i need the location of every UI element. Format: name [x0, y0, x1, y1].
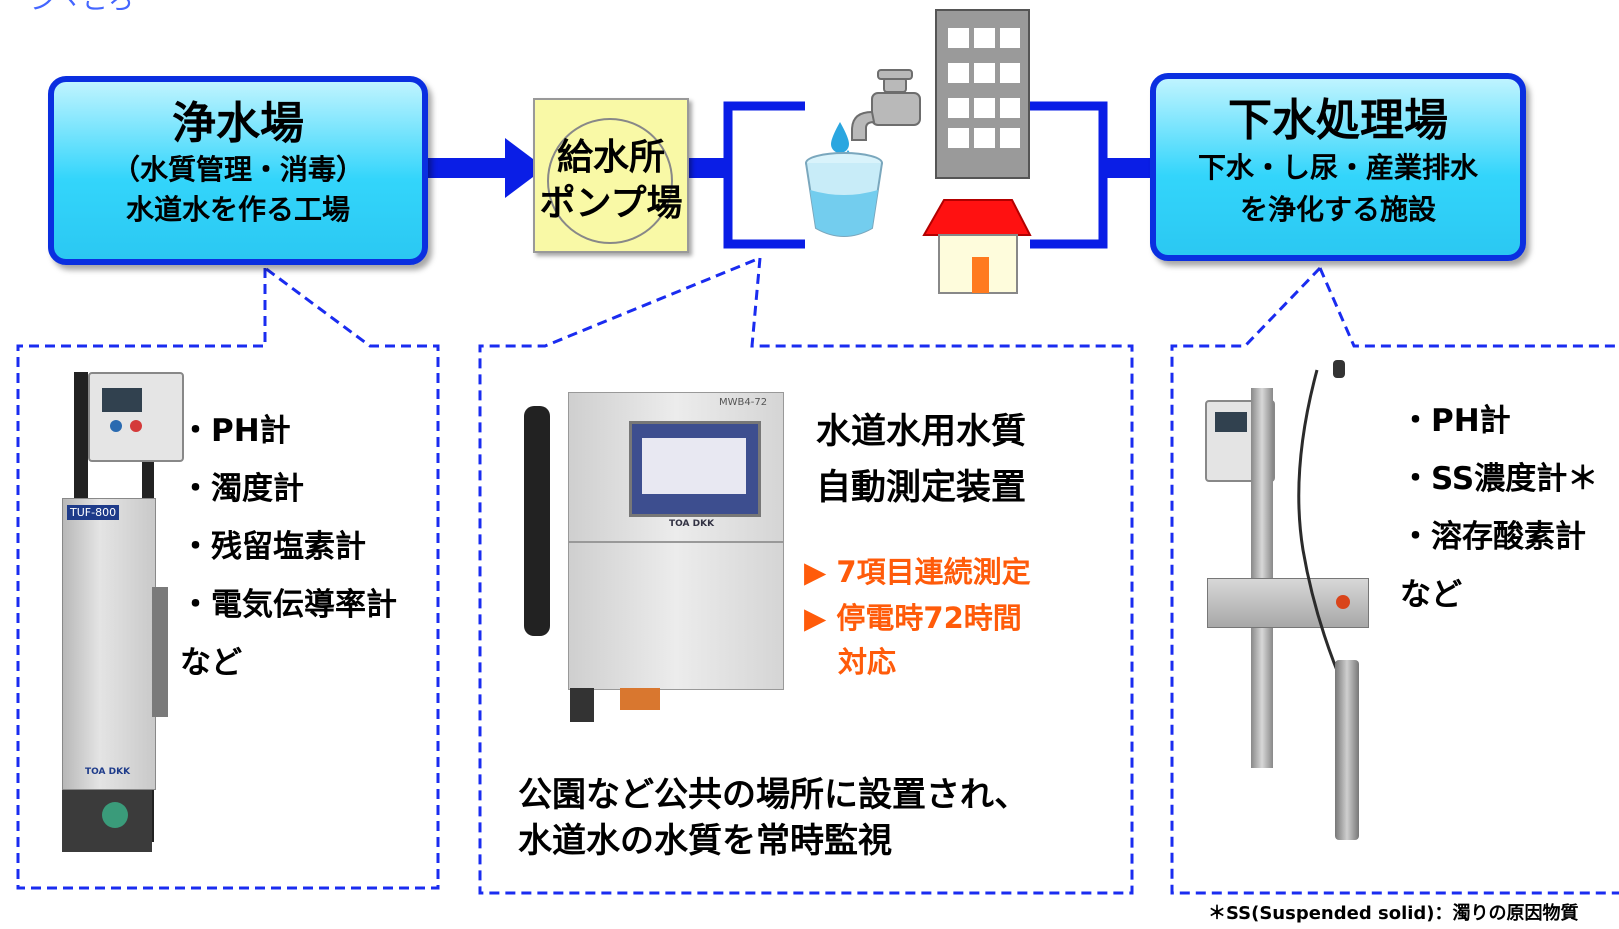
monitor-title-line2: 自動測定装置	[816, 468, 1027, 508]
water-drop-icon	[831, 122, 849, 153]
monitor-screen	[629, 421, 761, 517]
water-quality-monitor: MWB4-72 TOA DKK	[510, 392, 790, 742]
sewage-description: を浄化する施設	[1239, 193, 1436, 226]
analyzer-side-panel	[152, 587, 168, 717]
list-item: ・濁度計	[180, 471, 304, 507]
pump-out-pipe	[688, 158, 730, 178]
play-arrow-icon: ▶	[804, 601, 827, 635]
right-instrument-list: ・PH計 ・SS濃度計＊ ・溶存酸素計 など	[1400, 392, 1598, 624]
right-callout	[1170, 266, 1619, 895]
monitor-drain	[570, 688, 594, 722]
water-analyzer-tower: TUF-800 TOA DKK	[52, 372, 184, 860]
sewage-subtitle: 下水・し尿・産業排水	[1197, 151, 1478, 184]
monitor-brand-label: TOA DKK	[669, 519, 715, 529]
list-item: ・電気伝導率計	[180, 587, 397, 623]
plant-subtitle: （水質管理・消毒）	[111, 153, 364, 186]
flow-arrow-head	[505, 138, 545, 198]
distribution-bracket-left	[723, 101, 805, 249]
monitor-title-line1: 水道水用水質	[816, 412, 1027, 452]
list-item: など	[1400, 577, 1462, 613]
list-item: ・残留塩素計	[180, 529, 366, 565]
sewage-title: 下水処理場	[1228, 95, 1448, 146]
analyzer-controller	[88, 372, 184, 462]
house-icon	[922, 199, 1032, 294]
plant-title: 浄水場	[172, 98, 304, 149]
pump-circle	[547, 118, 673, 244]
sensor-probe	[1333, 360, 1345, 378]
sensor-probe	[1335, 660, 1359, 840]
mounting-bracket	[1207, 578, 1369, 628]
flow-arrow-body	[420, 158, 510, 178]
pump-station-box: 給水所 ポンプ場	[533, 98, 689, 253]
collection-bracket	[1030, 101, 1108, 249]
play-arrow-icon: ▶	[804, 555, 827, 589]
list-item: ・SS濃度計＊	[1400, 461, 1599, 497]
building-icon	[935, 9, 1030, 179]
sewage-in-pipe	[1103, 158, 1153, 178]
analyzer-cabinet: TUF-800 TOA DKK	[62, 498, 156, 790]
list-item: ・PH計	[1400, 403, 1511, 439]
list-item: ・PH計	[180, 413, 291, 449]
footnote: ＊SS(Suspended solid)：濁りの原因物質	[1208, 903, 1579, 924]
monitor-model-label: MWB4-72	[719, 397, 768, 408]
monitor-hose	[524, 406, 550, 636]
center-caption-line2: 水道水の水質を常時監視	[518, 821, 892, 861]
feature-text: 7項目連続測定	[836, 555, 1031, 589]
water-purification-plant-box: 浄水場 （水質管理・消毒） 水道水を作る工場	[48, 76, 428, 265]
center-caption-line1: 公園など公共の場所に設置され、	[518, 775, 1029, 815]
list-item: ・溶存酸素計	[1400, 519, 1586, 555]
feature-item: ▶ 7項目連続測定	[804, 552, 1031, 592]
analyzer-piping	[62, 790, 152, 852]
analyzer-brand-label: TOA DKK	[85, 767, 131, 777]
left-instrument-list: ・PH計 ・濁度計 ・残留塩素計 ・電気伝導率計 など	[180, 402, 397, 692]
feature-text-continued: 対応	[838, 645, 897, 679]
faucet-icon	[851, 69, 921, 141]
water-glass-icon	[805, 152, 883, 237]
feature-item: ▶ 停電時72時間	[804, 598, 1022, 638]
analyzer-model-label: TUF-800	[67, 505, 120, 520]
pump-label-line1: 給水所	[556, 137, 665, 178]
pump-label-line2: ポンプ場	[539, 183, 683, 224]
sensor-cable	[1297, 369, 1347, 691]
list-item: など	[180, 645, 242, 681]
center-callout	[478, 256, 1134, 895]
sewage-treatment-plant-box: 下水処理場 下水・し尿・産業排水 を浄化する施設	[1150, 73, 1526, 261]
sensor-pole-assembly	[1205, 360, 1375, 880]
plant-description: 水道水を作る工場	[125, 193, 350, 226]
monitor-door-divider	[569, 541, 783, 543]
monitor-drain	[620, 688, 660, 710]
monitor-cabinet: MWB4-72 TOA DKK	[568, 392, 784, 690]
left-callout	[16, 266, 440, 890]
feature-text: 停電時72時間	[836, 601, 1022, 635]
header-fragment: ンヽころ	[30, 0, 135, 16]
